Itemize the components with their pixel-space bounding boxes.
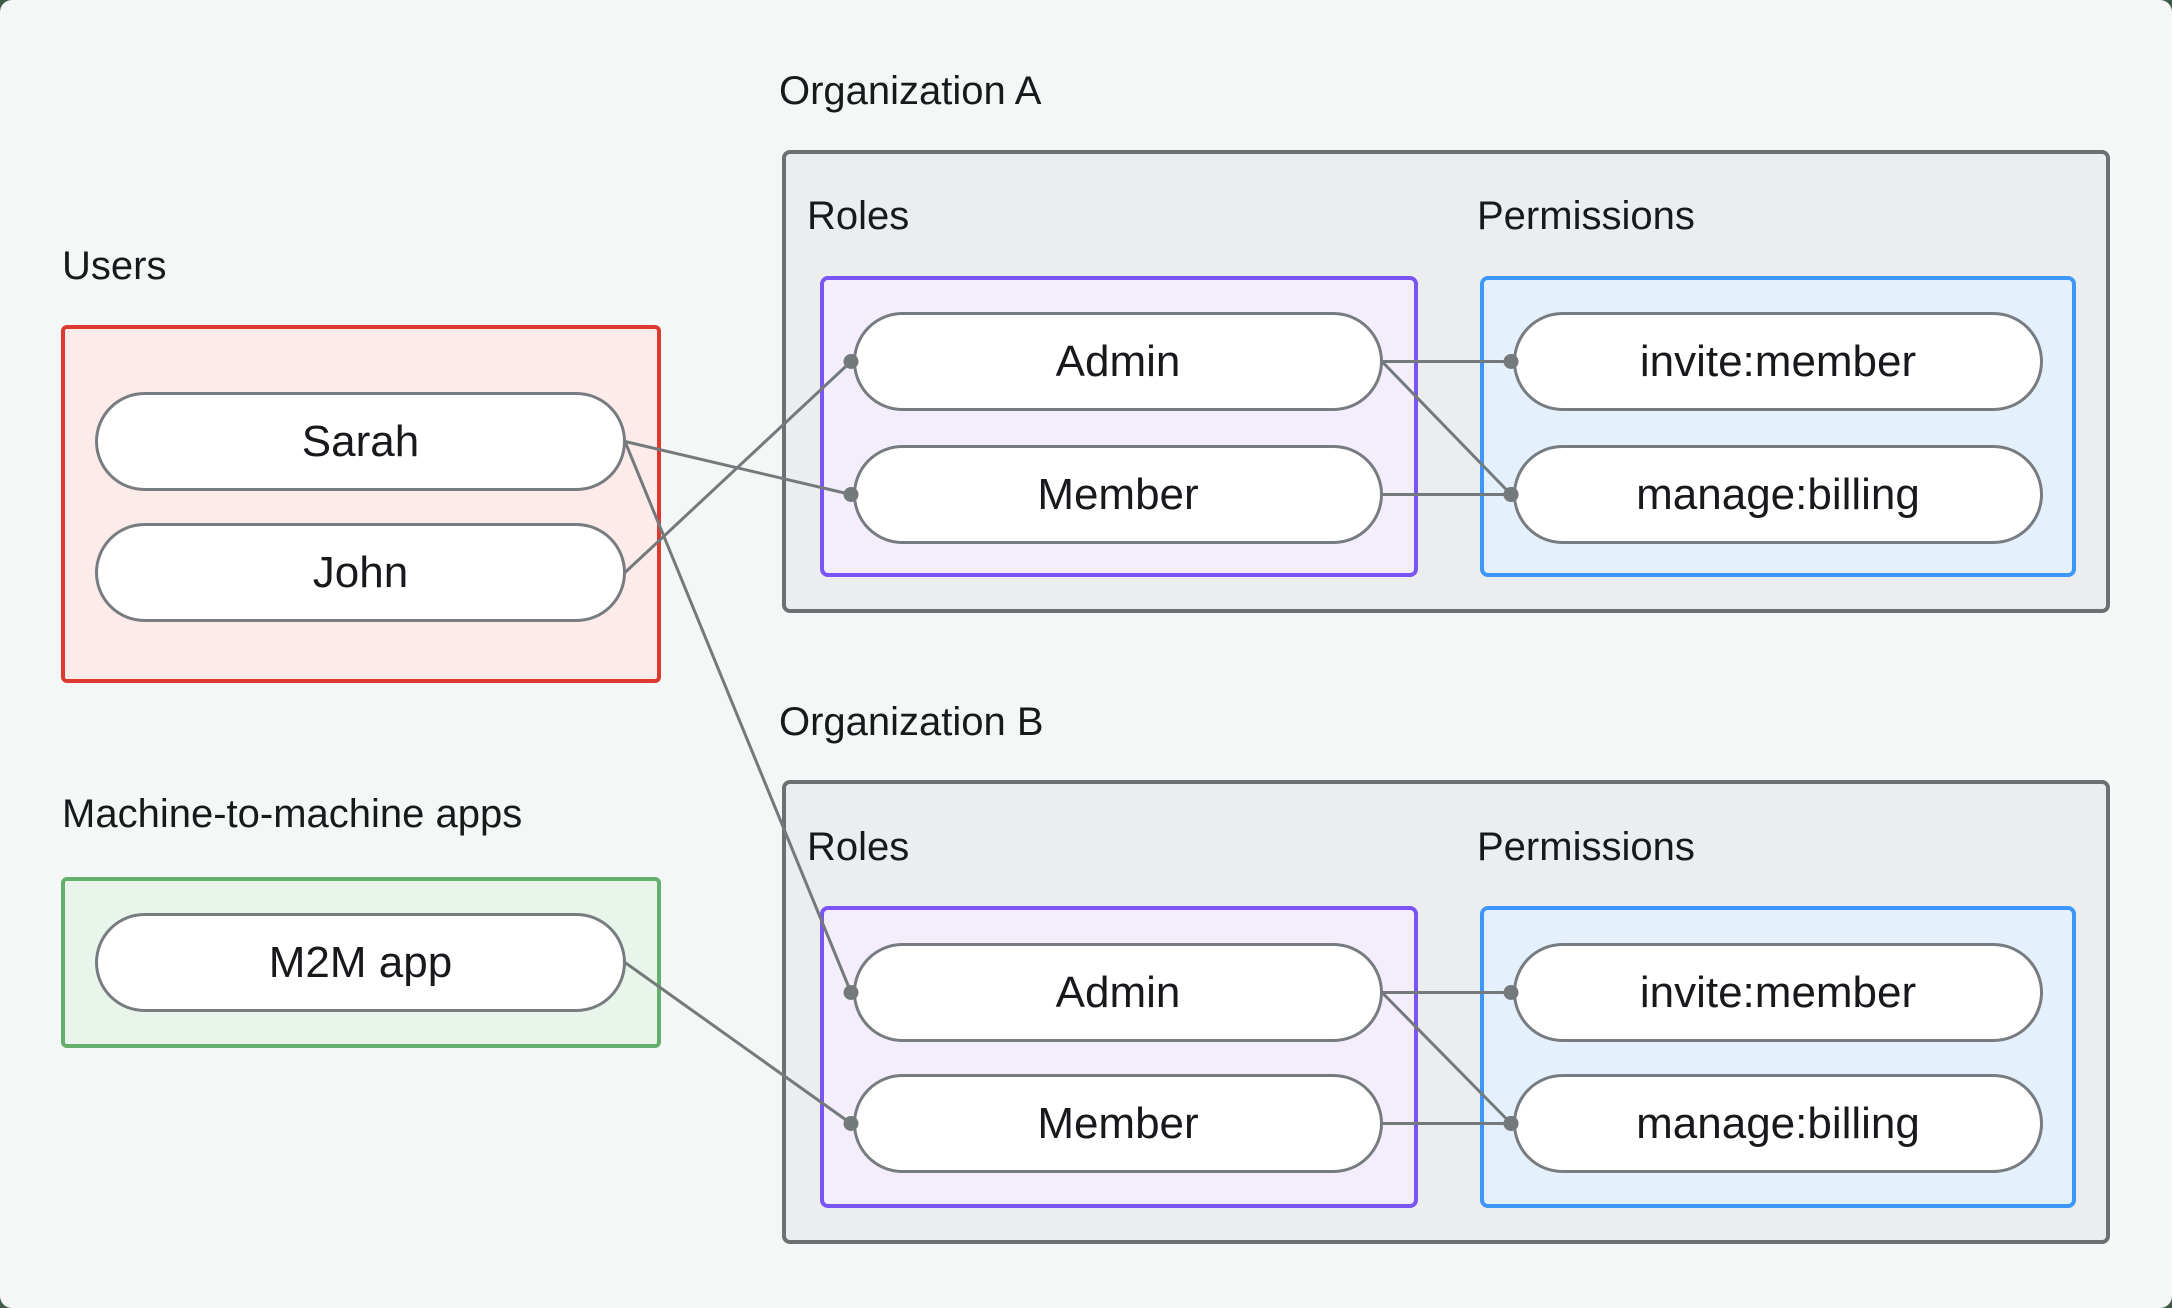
m2m-app-pill: M2M app (95, 913, 626, 1012)
org-b-title: Organization B (779, 700, 1044, 744)
org-b-roles-label: Roles (807, 825, 910, 869)
users-group-box (61, 325, 661, 683)
org-a-role-pill-admin: Admin (853, 312, 1383, 411)
org-a-permission-pill-manage-billing: manage:billing (1513, 445, 2043, 544)
org-b-permissions-label: Permissions (1477, 825, 1695, 869)
user-pill-john: John (95, 523, 626, 622)
org-b-role-pill-member: Member (853, 1074, 1383, 1173)
org-b-permission-pill-manage-billing: manage:billing (1513, 1074, 2043, 1173)
org-a-role-pill-member: Member (853, 445, 1383, 544)
org-b-permission-pill-invite-member: invite:member (1513, 943, 2043, 1042)
user-pill-sarah: Sarah (95, 392, 626, 491)
m2m-section-label: Machine-to-machine apps (62, 792, 523, 836)
org-a-title: Organization A (779, 69, 1042, 113)
org-a-permissions-label: Permissions (1477, 194, 1695, 238)
org-b-role-pill-admin: Admin (853, 943, 1383, 1042)
users-section-label: Users (62, 244, 167, 288)
org-a-roles-label: Roles (807, 194, 910, 238)
org-a-permission-pill-invite-member: invite:member (1513, 312, 2043, 411)
